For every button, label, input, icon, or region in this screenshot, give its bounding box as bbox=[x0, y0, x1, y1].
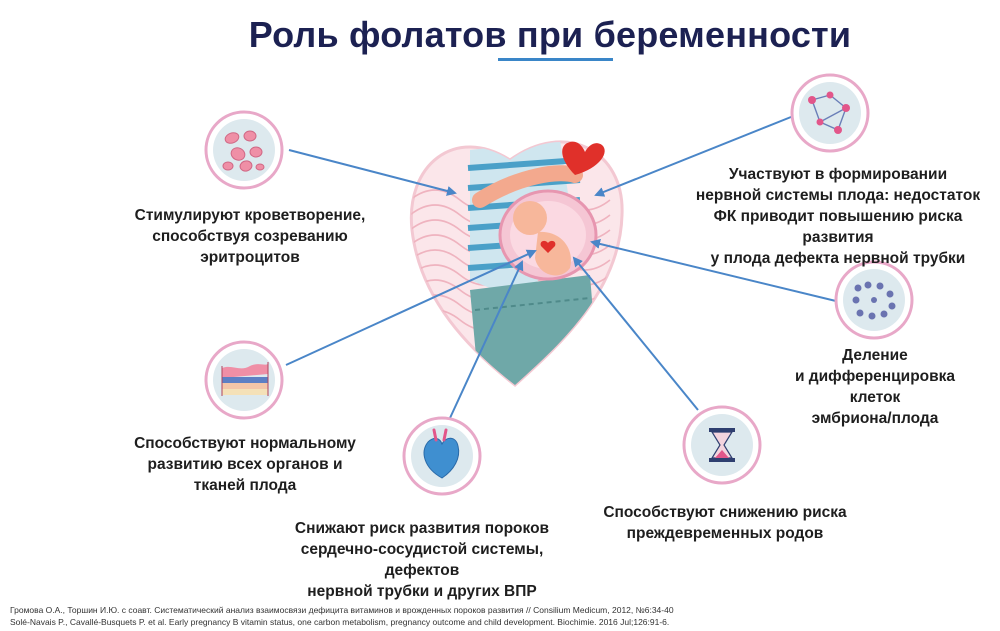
label-cell-division: Деление и дифференцировка клеток эмбрион… bbox=[794, 347, 956, 427]
red-blood-cells-icon bbox=[204, 110, 284, 190]
reference-1: Громова О.А., Торшин И.Ю. с соавт. Систе… bbox=[10, 605, 674, 615]
label-nervous-system: Участвуют в формировании нервной системы… bbox=[695, 166, 981, 267]
label-organ-development: Способствуют нормальному развитию всех о… bbox=[134, 435, 356, 494]
title-underline bbox=[498, 58, 613, 61]
heart-organ-icon bbox=[402, 416, 482, 496]
connector-heart-organ bbox=[449, 260, 524, 419]
connector-hourglass bbox=[572, 256, 699, 411]
neural-network-icon bbox=[790, 73, 870, 153]
hourglass-icon bbox=[682, 405, 762, 485]
connector-neural bbox=[594, 114, 797, 197]
label-malformations: Снижают риск развития пороков сердечно-с… bbox=[294, 520, 550, 600]
connector-blood bbox=[288, 149, 457, 196]
references: Громова О.А., Торшин И.Ю. с соавт. Систе… bbox=[10, 604, 674, 628]
connectors bbox=[285, 114, 841, 419]
page-title: Роль фолатов при беременности bbox=[248, 14, 852, 55]
label-hematopoiesis: Стимулируют кроветворение, способствуя с… bbox=[134, 207, 366, 266]
pregnancy-heart-illustration bbox=[409, 140, 624, 387]
reference-2: Solé-Navais P., Cavallé-Busquets P. et a… bbox=[10, 617, 670, 627]
connector-cells bbox=[590, 239, 841, 303]
label-preterm-birth: Способствуют снижению риска преждевремен… bbox=[603, 504, 847, 542]
cell-division-icon bbox=[834, 260, 914, 340]
tissue-layers-icon bbox=[204, 340, 284, 420]
connector-tissue bbox=[285, 249, 537, 366]
